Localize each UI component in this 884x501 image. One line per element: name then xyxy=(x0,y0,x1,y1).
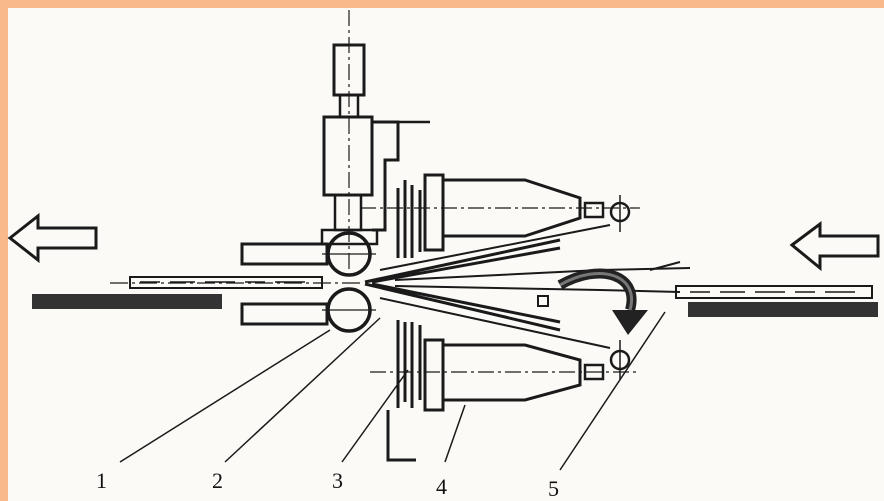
input-arrow-icon xyxy=(789,221,880,272)
label-5: 5 xyxy=(548,476,559,501)
label-1: 1 xyxy=(96,468,107,493)
left-board xyxy=(32,276,360,309)
rotation-arrow-icon xyxy=(557,268,648,335)
paper-background xyxy=(8,8,884,501)
wedge-guides xyxy=(364,224,691,349)
leader-lines xyxy=(119,311,666,471)
upper-head xyxy=(360,173,640,258)
label-2: 2 xyxy=(212,468,223,493)
upper-roller xyxy=(240,231,376,277)
right-board xyxy=(675,285,878,317)
lower-head xyxy=(370,320,640,462)
label-3: 3 xyxy=(332,468,343,493)
label-4: 4 xyxy=(436,474,447,499)
output-arrow-icon xyxy=(7,212,98,264)
lower-roller xyxy=(240,287,376,333)
upper-column xyxy=(320,10,430,270)
